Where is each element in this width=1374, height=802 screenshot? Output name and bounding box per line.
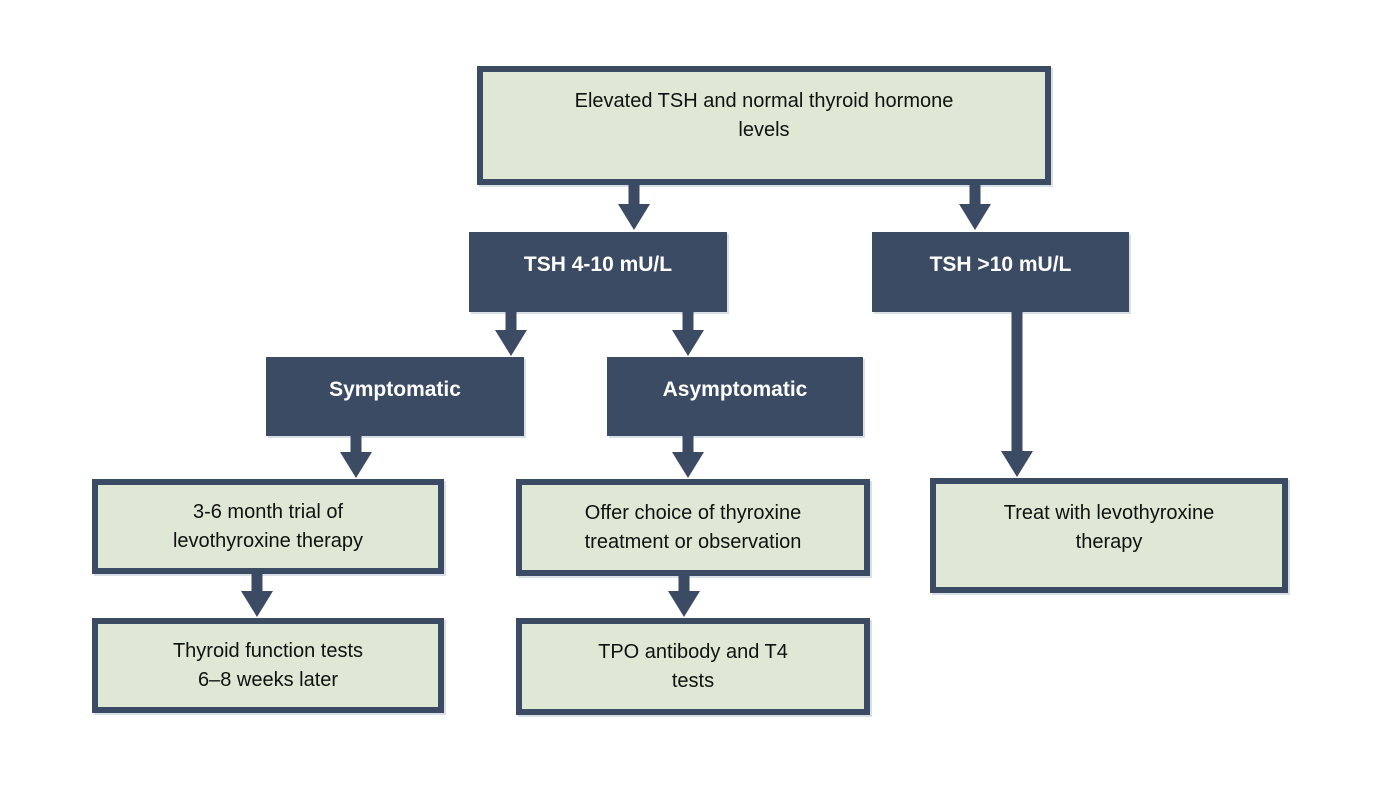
arrow-stem bbox=[505, 311, 517, 336]
arrow-tsh-4-10-to-asymptomatic bbox=[672, 311, 704, 356]
arrow-stem bbox=[628, 184, 640, 210]
arrow-head-icon bbox=[959, 204, 991, 230]
node-treat: Treat with levothyroxine therapy bbox=[930, 478, 1288, 593]
arrow-stem bbox=[1011, 311, 1023, 457]
arrow-stem bbox=[969, 184, 981, 210]
arrow-stem bbox=[251, 573, 263, 597]
node-trial: 3-6 month trial of levothyroxine therapy bbox=[92, 479, 444, 574]
arrow-tsh-gt-10-to-treat bbox=[1001, 311, 1033, 477]
arrow-head-icon bbox=[672, 452, 704, 478]
arrow-head-icon bbox=[618, 204, 650, 230]
arrow-head-icon bbox=[672, 330, 704, 356]
arrow-trial-to-tft bbox=[241, 573, 273, 617]
node-elevated-tsh-label: Elevated TSH and normal thyroid hormone … bbox=[574, 90, 954, 141]
node-asymptomatic: Asymptomatic bbox=[607, 357, 863, 436]
arrow-head-icon bbox=[668, 591, 700, 617]
node-tft-label: Thyroid function tests 6–8 weeks later bbox=[172, 639, 364, 691]
node-tft: Thyroid function tests 6–8 weeks later bbox=[92, 618, 444, 713]
node-tpo-label: TPO antibody and T4 tests bbox=[598, 640, 788, 692]
node-tsh-4-10: TSH 4-10 mU/L bbox=[469, 232, 727, 312]
arrow-symptomatic-to-trial bbox=[340, 435, 372, 478]
arrow-head-icon bbox=[241, 591, 273, 617]
node-offer: Offer choice of thyroxine treatment or o… bbox=[516, 479, 870, 576]
node-treat-label: Treat with levothyroxine therapy bbox=[1003, 502, 1215, 553]
arrow-asymptomatic-to-offer bbox=[672, 435, 704, 478]
node-asymptomatic-label: Asymptomatic bbox=[662, 377, 808, 401]
node-offer-label: Offer choice of thyroxine treatment or o… bbox=[584, 501, 802, 553]
node-symptomatic-label: Symptomatic bbox=[329, 377, 461, 401]
node-tpo: TPO antibody and T4 tests bbox=[516, 618, 870, 715]
arrow-root-to-tsh-4-10 bbox=[618, 184, 650, 230]
arrow-root-to-tsh-gt-10 bbox=[959, 184, 991, 230]
node-elevated-tsh: Elevated TSH and normal thyroid hormone … bbox=[477, 66, 1051, 185]
arrow-stem bbox=[678, 575, 690, 597]
arrow-offer-to-tpo bbox=[668, 575, 700, 617]
arrow-head-icon bbox=[495, 330, 527, 356]
arrow-stem bbox=[682, 435, 694, 458]
node-tsh-gt-10: TSH >10 mU/L bbox=[872, 232, 1129, 312]
arrow-stem bbox=[350, 435, 362, 458]
node-tsh-4-10-label: TSH 4-10 mU/L bbox=[523, 253, 673, 276]
arrow-head-icon bbox=[1001, 451, 1033, 477]
arrow-stem bbox=[682, 311, 694, 336]
node-tsh-gt-10-label: TSH >10 mU/L bbox=[929, 253, 1072, 276]
arrow-tsh-4-10-to-symptomatic bbox=[495, 311, 527, 356]
arrow-head-icon bbox=[340, 452, 372, 478]
node-symptomatic: Symptomatic bbox=[266, 357, 524, 436]
node-trial-label: 3-6 month trial of levothyroxine therapy bbox=[172, 500, 364, 552]
